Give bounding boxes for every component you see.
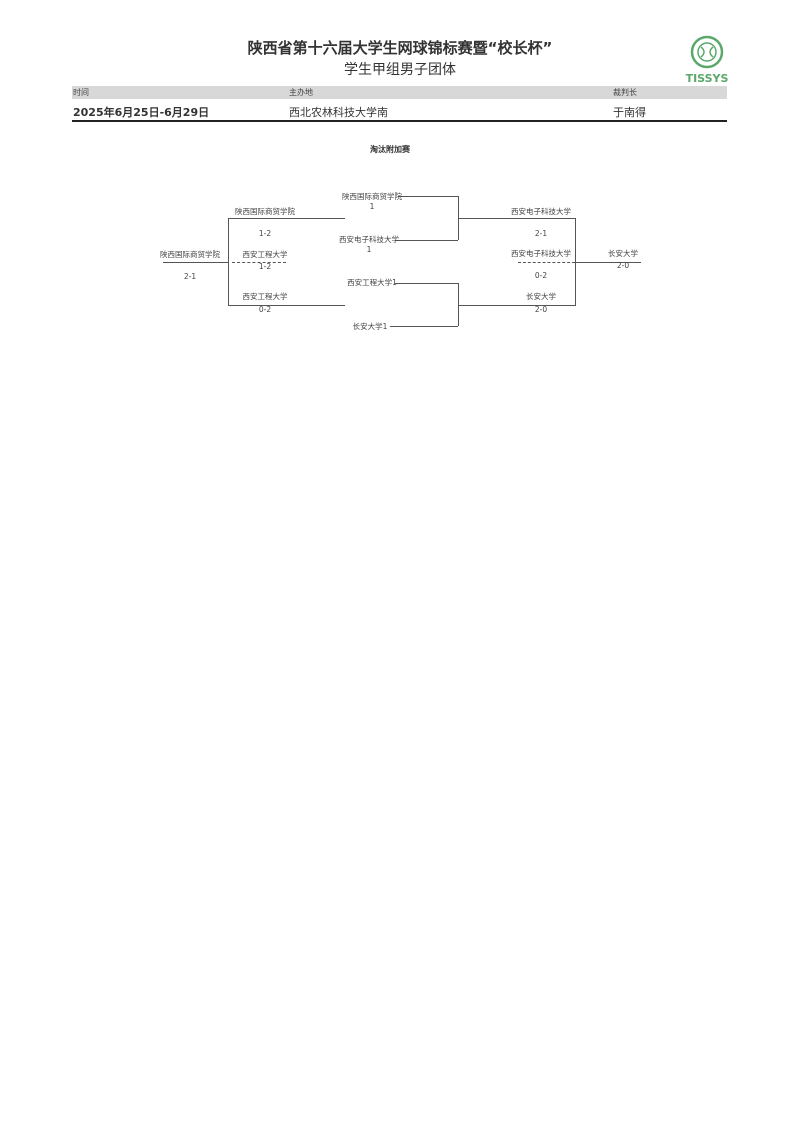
- header-divider: [72, 120, 727, 122]
- team-name: 陕西国际商贸学院: [235, 207, 295, 216]
- match-score: 0-2: [258, 305, 272, 314]
- seed-team: 西安电子科技大学1: [339, 235, 399, 254]
- bracket-line: [458, 305, 575, 306]
- bracket-line: [390, 326, 458, 327]
- logo-text: TISSYS: [685, 72, 729, 85]
- bracket-line: [395, 240, 458, 241]
- bracket-line: [228, 218, 229, 306]
- time-label: 时间: [73, 88, 89, 97]
- team-name: 长安大学: [608, 249, 638, 258]
- bracket-line: [398, 196, 458, 197]
- referee-value: 于南得: [613, 106, 646, 119]
- seed-team: 陕西国际商贸学院1: [342, 192, 402, 211]
- team-name: 西安工程大学: [242, 292, 288, 301]
- bracket-line: [228, 305, 345, 306]
- bracket-line: [458, 218, 575, 219]
- bracket-line: [228, 218, 345, 219]
- bracket-dashed-line: [232, 262, 286, 263]
- match-score: 2-1: [183, 272, 197, 281]
- bracket-line: [163, 262, 229, 263]
- team-name: 西安电子科技大学: [511, 207, 571, 216]
- match-score: 1-2: [258, 262, 272, 271]
- seed-team: 长安大学1: [352, 322, 388, 331]
- referee-label: 裁判长: [613, 88, 637, 97]
- match-score: 1-2: [258, 229, 272, 238]
- info-header-bar: [72, 86, 727, 99]
- bracket-line: [458, 283, 459, 326]
- match-score: 2-1: [534, 229, 548, 238]
- bracket-line: [395, 283, 458, 284]
- time-value: 2025年6月25日-6月29日: [73, 106, 210, 119]
- team-name: 陕西国际商贸学院: [160, 250, 220, 259]
- venue-label: 主办地: [289, 88, 313, 97]
- venue-value: 西北农林科技大学南: [289, 106, 388, 119]
- tissys-logo: TISSYS: [684, 34, 730, 85]
- seed-team: 西安工程大学1: [347, 278, 397, 287]
- match-score: 0-2: [534, 271, 548, 280]
- match-score: 2-0: [534, 305, 548, 314]
- page-subtitle: 学生甲组男子团体: [344, 62, 456, 78]
- stage-title: 淘汰附加赛: [370, 145, 410, 154]
- page-title: 陕西省第十六届大学生网球锦标赛暨“校长杯”: [247, 39, 553, 57]
- team-name: 西安电子科技大学: [511, 249, 571, 258]
- bracket-line: [575, 262, 641, 263]
- match-score: 2-0: [616, 261, 630, 270]
- team-name: 西安工程大学: [242, 250, 288, 259]
- bracket-dashed-line: [518, 262, 575, 263]
- tennis-ball-logo-icon: [690, 35, 724, 69]
- team-name: 长安大学: [526, 292, 556, 301]
